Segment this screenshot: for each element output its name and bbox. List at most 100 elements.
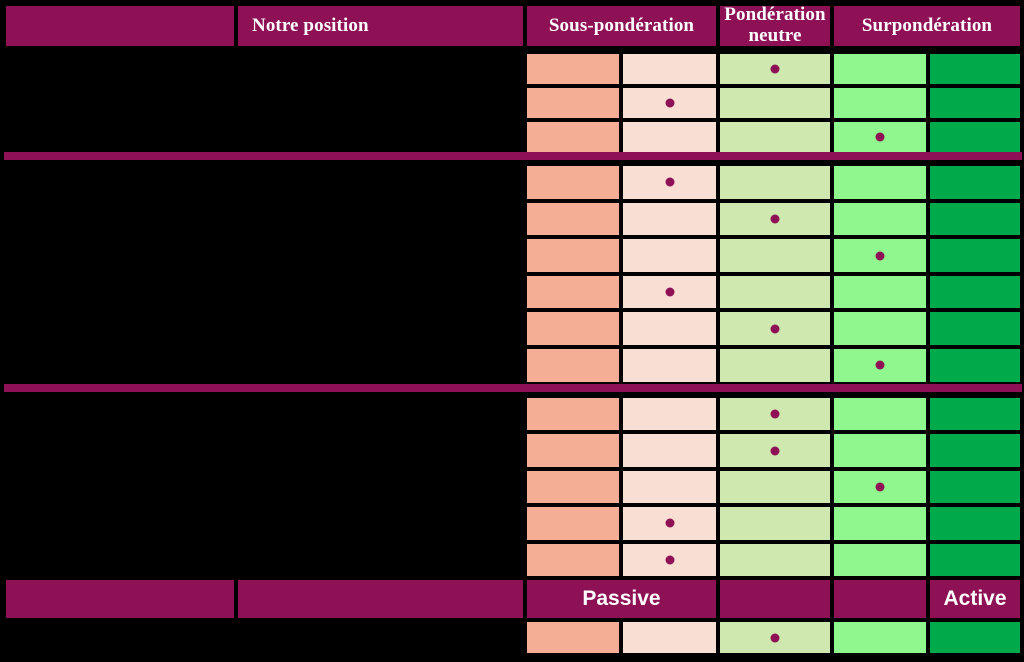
scale-cell-step-5[interactable] — [928, 432, 1022, 469]
row-label — [4, 347, 236, 384]
scale-cell-step-5[interactable] — [928, 120, 1022, 154]
scale-cell-step-4[interactable] — [832, 237, 928, 274]
row-position-text — [236, 86, 525, 120]
row-position-text — [236, 541, 525, 578]
row-position-text — [236, 310, 525, 347]
row-position-text — [236, 432, 525, 469]
scale-cell-step-3[interactable] — [718, 347, 832, 384]
scale-cell-step-1[interactable] — [525, 200, 621, 238]
scale-cell-step-1[interactable] — [525, 86, 621, 120]
footer-cell-active: Active — [928, 578, 1022, 620]
scale-cell-step-4[interactable] — [832, 505, 928, 542]
scale-cell-step-1[interactable] — [525, 505, 621, 542]
scale-cell-step-5[interactable] — [928, 468, 1022, 506]
scale-cell-step-4[interactable] — [832, 120, 928, 154]
scale-cell-step-2[interactable] — [621, 86, 718, 120]
scale-cell-step-4[interactable] — [832, 396, 928, 433]
row-label — [4, 468, 236, 506]
row-label — [4, 86, 236, 120]
scale-cell-step-3[interactable] — [718, 86, 832, 120]
scale-cell-step-1[interactable] — [525, 347, 621, 384]
scale-cell-step-2[interactable] — [621, 273, 718, 311]
scale-cell-step-3[interactable] — [718, 468, 832, 506]
row-position-text — [236, 620, 525, 655]
scale-cell-step-3[interactable] — [718, 237, 832, 274]
scale-cell-step-2[interactable] — [621, 120, 718, 154]
scale-cell-step-1[interactable] — [525, 541, 621, 578]
scale-cell-step-3[interactable] — [718, 396, 832, 433]
scale-cell-step-5[interactable] — [928, 396, 1022, 433]
row-position-text — [236, 273, 525, 311]
scale-cell-step-2[interactable] — [621, 347, 718, 384]
scale-cell-step-5[interactable] — [928, 52, 1022, 86]
scale-cell-step-1[interactable] — [525, 237, 621, 274]
scale-cell-step-3[interactable] — [718, 120, 832, 154]
scale-cell-step-3[interactable] — [718, 52, 832, 86]
scale-cell-step-4[interactable] — [832, 432, 928, 469]
scale-cell-step-3[interactable] — [718, 541, 832, 578]
row-position-text — [236, 505, 525, 542]
row-label — [4, 273, 236, 311]
scale-cell-step-4[interactable] — [832, 468, 928, 506]
scale-cell-step-4[interactable] — [832, 310, 928, 347]
scale-cell-step-4[interactable] — [832, 620, 928, 655]
scale-cell-step-5[interactable] — [928, 237, 1022, 274]
scale-cell-step-4[interactable] — [832, 200, 928, 238]
scale-cell-step-1[interactable] — [525, 52, 621, 86]
scale-cell-step-1[interactable] — [525, 273, 621, 311]
scale-cell-step-1[interactable] — [525, 620, 621, 655]
scale-cell-step-2[interactable] — [621, 237, 718, 274]
scale-cell-step-2[interactable] — [621, 541, 718, 578]
scale-cell-step-2[interactable] — [621, 505, 718, 542]
footer-cell-blank-position — [236, 578, 525, 620]
scale-cell-step-1[interactable] — [525, 164, 621, 201]
footer-cell-passive: Passive — [525, 578, 718, 620]
scale-cell-step-2[interactable] — [621, 310, 718, 347]
scale-cell-step-4[interactable] — [832, 164, 928, 201]
scale-cell-step-2[interactable] — [621, 620, 718, 655]
scale-cell-step-2[interactable] — [621, 164, 718, 201]
section-separator — [236, 152, 525, 160]
scale-cell-step-5[interactable] — [928, 505, 1022, 542]
scale-cell-step-3[interactable] — [718, 432, 832, 469]
scale-cell-step-5[interactable] — [928, 164, 1022, 201]
scale-cell-step-3[interactable] — [718, 164, 832, 201]
scale-cell-step-5[interactable] — [928, 620, 1022, 655]
scale-cell-step-3[interactable] — [718, 620, 832, 655]
scale-cell-step-3[interactable] — [718, 273, 832, 311]
scale-cell-step-5[interactable] — [928, 273, 1022, 311]
scale-cell-step-4[interactable] — [832, 541, 928, 578]
scale-cell-step-4[interactable] — [832, 86, 928, 120]
scale-cell-step-3[interactable] — [718, 200, 832, 238]
scale-cell-step-5[interactable] — [928, 86, 1022, 120]
scale-cell-step-1[interactable] — [525, 310, 621, 347]
row-position-text — [236, 396, 525, 433]
scale-cell-step-4[interactable] — [832, 52, 928, 86]
scale-cell-step-2[interactable] — [621, 396, 718, 433]
scale-cell-step-2[interactable] — [621, 200, 718, 238]
scale-cell-step-5[interactable] — [928, 541, 1022, 578]
header-cell-blank — [4, 4, 236, 48]
row-position-text — [236, 200, 525, 238]
scale-cell-step-5[interactable] — [928, 310, 1022, 347]
scale-cell-step-1[interactable] — [525, 432, 621, 469]
scale-cell-step-1[interactable] — [525, 396, 621, 433]
header-cell-sous-ponderation: Sous-pondération — [525, 4, 718, 48]
scale-cell-step-3[interactable] — [718, 310, 832, 347]
row-label — [4, 505, 236, 542]
row-label — [4, 52, 236, 86]
scale-cell-step-2[interactable] — [621, 52, 718, 86]
scale-cell-step-4[interactable] — [832, 347, 928, 384]
scale-cell-step-5[interactable] — [928, 347, 1022, 384]
scale-cell-step-3[interactable] — [718, 505, 832, 542]
scale-cell-step-5[interactable] — [928, 200, 1022, 238]
scale-cell-step-1[interactable] — [525, 468, 621, 506]
scale-cell-step-4[interactable] — [832, 273, 928, 311]
scale-cell-step-2[interactable] — [621, 468, 718, 506]
row-position-text — [236, 164, 525, 201]
row-label — [4, 432, 236, 469]
section-separator — [4, 384, 236, 392]
scale-cell-step-1[interactable] — [525, 120, 621, 154]
scale-cell-step-2[interactable] — [621, 432, 718, 469]
